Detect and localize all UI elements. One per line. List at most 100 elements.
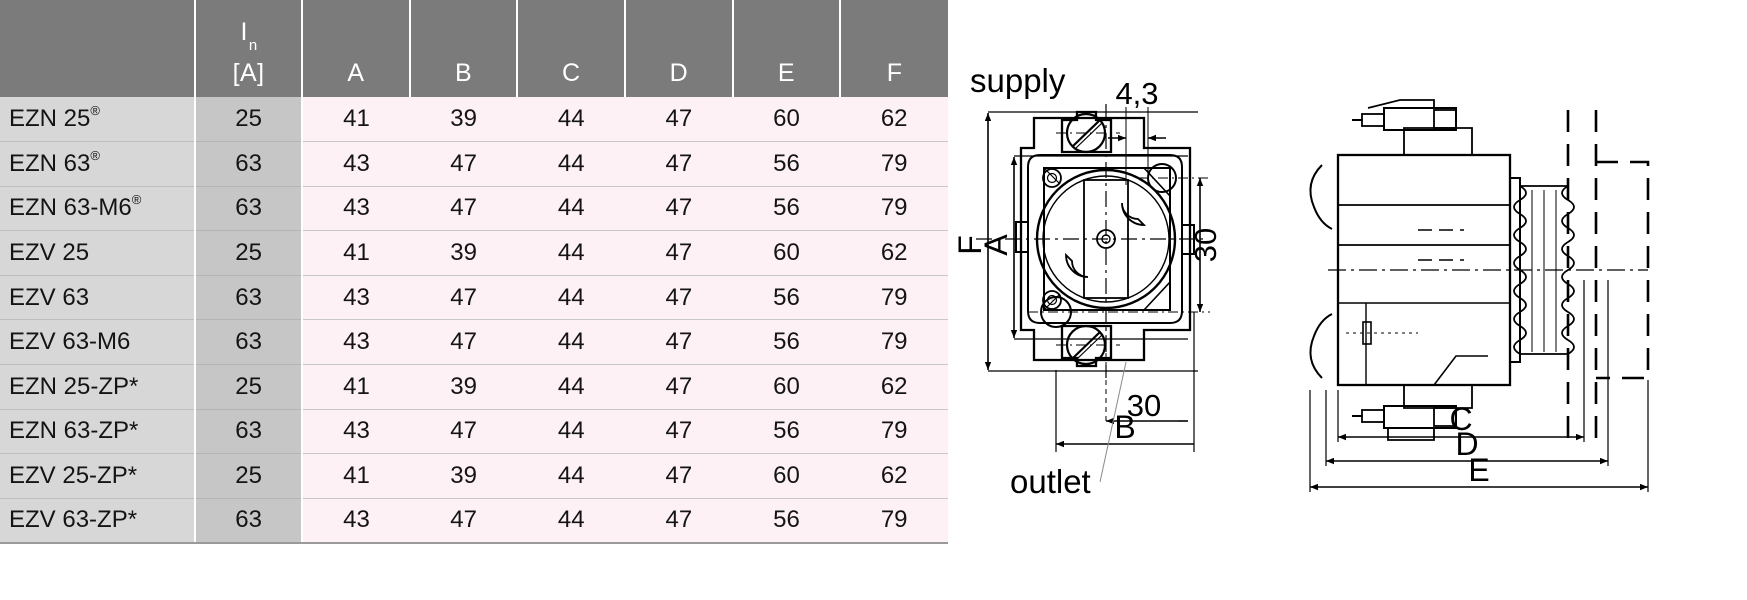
cell-type-designation: EZV 25-ZP* (0, 453, 196, 499)
cell-dimension-b: 47 (409, 319, 518, 366)
cell-rated-current: 63 (194, 409, 304, 455)
label-dim-d: D (1455, 426, 1478, 462)
side-view (1309, 99, 1650, 441)
type-label: EZV 63 (9, 283, 90, 311)
dimension-c (1337, 280, 1585, 442)
cell-dimension-e: 60 (732, 97, 841, 143)
phantom-outline (1566, 110, 1650, 440)
front-left-tab (1015, 221, 1028, 253)
cell-dimension-f: 79 (840, 319, 948, 366)
cell-dimension-d: 47 (625, 141, 733, 187)
in-symbol-subscript: n (248, 37, 258, 55)
side-hidden-edges (1418, 229, 1464, 261)
cell-dimension-e: 56 (732, 141, 841, 187)
cell-dimension-e: 56 (732, 275, 841, 321)
label-dim-f: F (952, 235, 988, 255)
cell-dimension-a: 43 (302, 141, 410, 187)
cell-dimension-e: 56 (732, 409, 841, 455)
cell-dimension-c: 44 (517, 230, 626, 276)
front-flange-plate (1027, 154, 1183, 324)
label-dim-30-vertical: 30 (1188, 228, 1223, 262)
cell-dimension-e: 56 (732, 186, 841, 232)
cell-type-designation: EZN 63® (0, 141, 196, 187)
cell-dimension-d: 47 (625, 97, 733, 143)
cell-dimension-b: 39 (409, 230, 518, 276)
cell-dimension-b: 47 (409, 275, 518, 321)
cell-dimension-b: 47 (409, 141, 518, 187)
cell-rated-current: 25 (194, 230, 304, 276)
cell-dimension-b: 47 (409, 186, 518, 232)
cell-type-designation: EZN 25® (0, 97, 196, 143)
column-header-d: D (625, 0, 734, 97)
cell-rated-current: 63 (194, 141, 304, 187)
cell-dimension-c: 44 (517, 364, 626, 410)
in-symbol-letter: I (240, 18, 248, 47)
cell-type-designation: EZN 63-ZP* (0, 409, 196, 455)
column-header-rated-current: In [A] (195, 0, 304, 97)
cell-dimension-d: 47 (625, 230, 733, 276)
type-label: EZV 63-M6 (9, 328, 131, 356)
column-header-type (0, 0, 197, 97)
cell-dimension-e: 56 (732, 319, 841, 366)
cell-dimension-c: 44 (517, 409, 626, 455)
cell-dimension-a: 43 (302, 409, 410, 455)
cell-dimension-f: 79 (840, 141, 948, 187)
column-header-e: E (732, 0, 842, 97)
type-label: EZN 63-M6 (9, 194, 132, 222)
cell-dimension-d: 47 (625, 319, 733, 366)
cell-dimension-b: 39 (409, 453, 518, 499)
cell-dimension-a: 43 (302, 319, 410, 366)
front-center-axes (976, 104, 1204, 378)
cell-type-designation: EZV 25 (0, 230, 196, 276)
registered-mark: ® (131, 192, 142, 208)
cell-rated-current: 63 (194, 186, 304, 232)
cell-dimension-d: 47 (625, 498, 733, 544)
technical-drawing: supply outlet 4,3 30 30 F A B C D E (948, 0, 1747, 600)
label-supply: supply (970, 62, 1066, 99)
cell-dimension-a: 41 (302, 97, 410, 143)
dimension-30-horizontal (1105, 310, 1188, 425)
cell-dimension-d: 47 (625, 186, 733, 232)
dimension-4-3 (1108, 107, 1166, 185)
spring-clip-bottom (1309, 313, 1333, 379)
cell-dimension-e: 56 (732, 498, 841, 544)
drawing-svg: supply outlet 4,3 30 30 F A B C D E (952, 62, 1650, 500)
cell-dimension-b: 47 (409, 409, 518, 455)
cell-type-designation: EZV 63 (0, 275, 196, 321)
cell-rated-current: 63 (194, 275, 304, 321)
type-label: EZN 25 (9, 105, 91, 133)
type-label: EZV 63-ZP* (9, 506, 138, 534)
cell-dimension-d: 47 (625, 453, 733, 499)
cell-dimension-a: 43 (302, 186, 410, 232)
cell-dimension-e: 60 (732, 453, 841, 499)
cell-dimension-f: 62 (840, 230, 948, 276)
cell-rated-current: 63 (194, 319, 304, 366)
cell-dimension-c: 44 (517, 498, 626, 544)
label-outlet: outlet (1010, 463, 1091, 500)
cell-dimension-b: 39 (409, 97, 518, 143)
cell-dimension-c: 44 (517, 186, 626, 232)
label-dim-a: A (978, 234, 1014, 256)
cell-dimension-a: 43 (302, 275, 410, 321)
label-dim-4-3: 4,3 (1115, 76, 1158, 111)
outlet-leader-line (1099, 361, 1127, 483)
front-view (976, 104, 1210, 483)
cell-dimension-e: 60 (732, 364, 841, 410)
column-header-c: C (517, 0, 627, 97)
cell-dimension-d: 47 (625, 364, 733, 410)
registered-mark: ® (90, 147, 100, 163)
column-header-a: A (302, 0, 411, 97)
cell-dimension-a: 41 (302, 453, 410, 499)
